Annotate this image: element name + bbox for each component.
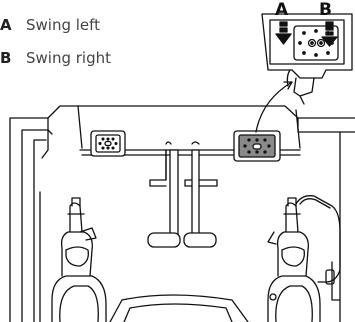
legend-key-a: A <box>0 16 12 34</box>
callout-label-a: A <box>275 0 289 20</box>
left-switch-panel <box>90 130 126 157</box>
legend-item-swing-right: B Swing right <box>0 49 111 67</box>
callout-label-b: B <box>319 0 332 20</box>
press-arrow-b <box>321 21 338 47</box>
right-joystick <box>267 197 321 322</box>
cab-frame <box>9 105 355 322</box>
seat-top <box>109 294 249 322</box>
legend-label-swing-right: Swing right <box>26 49 111 67</box>
legend-label-swing-left: Swing left <box>26 16 101 34</box>
legend-key-b: B <box>0 49 12 67</box>
legend-item-swing-left: A Swing left <box>0 16 100 34</box>
left-joystick <box>51 197 107 322</box>
swing-switch-panel <box>233 130 281 162</box>
zoom-detail-switch <box>261 13 353 105</box>
right-armrest <box>295 195 341 301</box>
press-arrow-a <box>275 21 292 45</box>
callout-arrow <box>255 81 293 133</box>
travel-levers <box>147 141 218 248</box>
seat-inner <box>123 303 233 322</box>
